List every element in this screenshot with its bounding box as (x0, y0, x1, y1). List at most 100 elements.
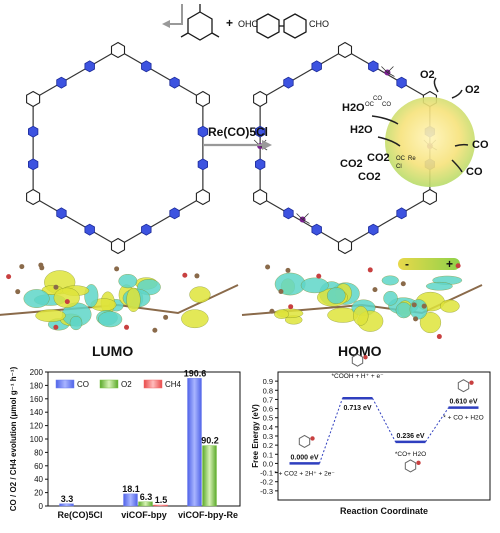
triazine-node (26, 90, 41, 108)
framework-edge (117, 49, 204, 100)
x-category-label: viCOF-bpy-Re (178, 510, 238, 520)
y-tick-label: 60 (34, 462, 43, 471)
y-tick-label: 100 (30, 435, 44, 444)
atom (265, 264, 271, 270)
level-species-label: *COOH + H⁺ + e⁻ (331, 373, 383, 380)
bipyridine-monomer: OHC CHO (238, 13, 329, 39)
monomer-arrow-head (162, 20, 170, 28)
co-label-1: CO (472, 139, 489, 151)
homo-orbital (241, 263, 483, 340)
y-tick-label: 20 (34, 489, 43, 498)
o2-label-2: O2 (465, 84, 480, 96)
triazine-node (422, 188, 437, 206)
level-species-label: * + CO2 + 2H⁺ + 2e⁻ (274, 470, 335, 477)
atom (64, 299, 70, 305)
orbital-lobe (98, 311, 123, 328)
y-tick-label: 120 (30, 422, 44, 431)
complex-co-1: CO (373, 96, 382, 102)
co2-label-2: CO2 (367, 152, 390, 164)
orbital-lobe (274, 309, 290, 319)
re-ligand (302, 219, 310, 224)
synthesis-panel: + OHC CHO Re(CO)5Cl O2 O2 H2O H2O CO2 CO… (26, 4, 489, 271)
re-ligand (387, 66, 394, 73)
aldehyde-right: CHO (309, 19, 329, 29)
re-ligand (302, 213, 309, 220)
o2-label-1: O2 (420, 69, 435, 81)
y-tick-label: 0.1 (263, 450, 273, 459)
reaction-arrow-head (262, 140, 272, 150)
framework-edge (259, 49, 346, 100)
dipole-minus: - (405, 257, 409, 271)
homo-label: HOMO (338, 343, 382, 359)
intermediate-atom (469, 380, 474, 385)
level-connector (425, 407, 449, 443)
orbital-lobe (383, 290, 398, 306)
pyridine-ring (396, 207, 407, 220)
orbital-lobe (425, 281, 453, 291)
atom (367, 267, 373, 273)
bar-co (59, 503, 74, 507)
plot-frame (277, 371, 491, 501)
triazine-node (26, 188, 41, 206)
orbitals-panel: LUMO HOMO (0, 262, 483, 359)
level-value-label: 0.236 eV (396, 433, 424, 440)
y-tick-label: -0.3 (260, 487, 273, 496)
orbital-lobe (189, 286, 211, 303)
atom (19, 264, 25, 270)
intermediate-atom (416, 460, 421, 466)
framework-edge (32, 196, 119, 247)
y-tick-label: 180 (30, 381, 44, 390)
pyridine-ring (368, 60, 379, 73)
pyridine-ring (311, 223, 322, 236)
y-tick-label: 0.7 (263, 395, 273, 404)
atom (288, 304, 294, 310)
pyridine-ring (169, 76, 180, 89)
orbital-lobe (53, 287, 80, 308)
pyridine-ring (141, 60, 152, 73)
complex-re: Re (408, 156, 416, 162)
lumo-orbital (0, 262, 239, 333)
intermediate-structure (298, 434, 311, 448)
bar-co (187, 378, 202, 507)
orbital-lobe (381, 275, 399, 286)
co2-label-1: CO2 (340, 158, 363, 170)
level-value-label: 0.610 eV (449, 399, 477, 406)
pyridine-ring (84, 223, 95, 236)
dipole-plus: + (446, 257, 453, 271)
atom (53, 284, 59, 290)
atom (194, 273, 200, 279)
x-axis-label: Reaction Coordinate (340, 506, 428, 516)
bar-o2 (202, 445, 217, 507)
y-tick-label: 0.4 (263, 423, 273, 432)
intermediate-atom (363, 355, 368, 360)
y-tick-label: 0.6 (263, 405, 273, 414)
triazine-node (195, 90, 210, 108)
monomer-arrow (170, 4, 183, 25)
orbital-lobe (126, 287, 141, 312)
orbital-lobe (419, 312, 442, 334)
triazine-node (110, 41, 126, 59)
legend-label: O2 (121, 380, 132, 389)
complex-cl: Cl (396, 164, 402, 170)
y-tick-label: 0.0 (263, 459, 273, 468)
framework-edge (117, 196, 204, 247)
orbital-lobe (181, 309, 209, 329)
pyridine-ring (368, 223, 379, 236)
atom (316, 273, 322, 279)
y-tick-label: 0.8 (263, 386, 273, 395)
legend-label: CH4 (165, 380, 182, 389)
atom (372, 287, 378, 293)
level-value-label: 0.713 eV (343, 405, 371, 412)
reagent-label: Re(CO)5Cl (208, 125, 268, 139)
pyridine-ring (283, 207, 294, 220)
bar-data-label: 1.5 (155, 495, 168, 505)
gas-labels: O2 O2 H2O H2O CO2 CO2 CO2 CO CO (340, 69, 489, 183)
legend-swatch (143, 379, 163, 389)
pyridine-ring (254, 125, 266, 138)
legend-swatch (55, 379, 75, 389)
atom (285, 267, 291, 273)
bar-data-label: 90.2 (201, 436, 219, 446)
pyridine-ring (169, 207, 180, 220)
y-tick-label: 0.3 (263, 432, 273, 441)
